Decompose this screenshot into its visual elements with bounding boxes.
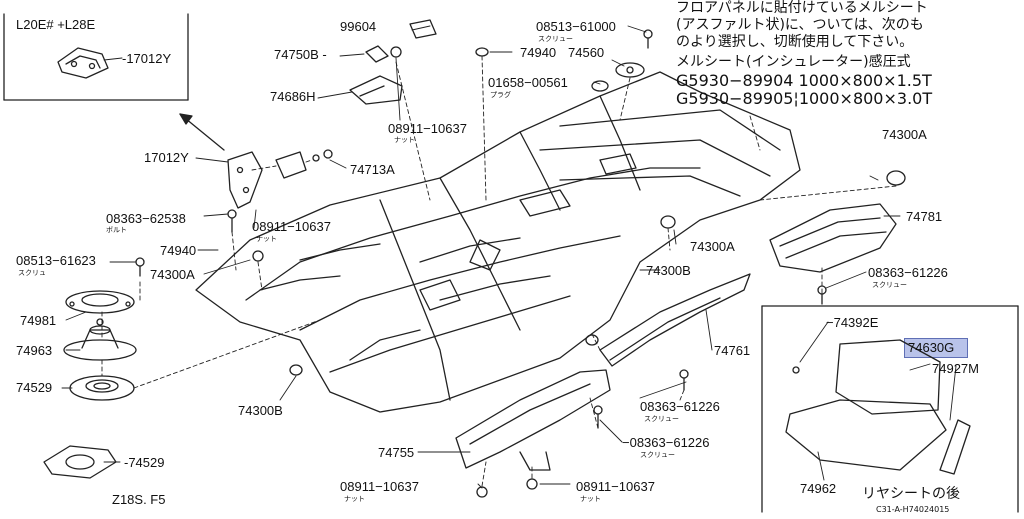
part-74529-seal-a xyxy=(69,375,135,401)
label-74300a-c[interactable]: 74300A xyxy=(882,127,927,142)
sublabel-nut4: ナット xyxy=(580,495,601,503)
sublabel-screw5: スクリュー xyxy=(640,451,675,459)
label-99604[interactable]: 99604 xyxy=(340,19,377,34)
fastener-08513-61623 xyxy=(135,257,145,277)
bracket-17012y xyxy=(227,151,263,209)
part-74761-panel xyxy=(599,273,751,367)
part-74981-seal xyxy=(65,290,135,314)
label-74300a-b[interactable]: 74300A xyxy=(690,239,735,254)
sublabel-screw3: スクリュー xyxy=(872,281,907,289)
part-74963-mount xyxy=(63,318,137,361)
note-line-4: メルシート(インシュレーター)感圧式 xyxy=(676,54,911,70)
label-74781[interactable]: 74781 xyxy=(906,209,943,224)
fastener-08911-10637-d xyxy=(526,478,538,490)
grommet-74300a-c xyxy=(886,170,906,186)
leader-lines xyxy=(61,25,957,489)
part-74713a xyxy=(275,149,333,179)
label-08911-10637-c[interactable]: 08911−10637 xyxy=(340,479,419,494)
label-74755[interactable]: 74755 xyxy=(378,445,415,460)
plug-01658-00561 xyxy=(591,80,609,92)
fastener-08911-10637-a xyxy=(390,46,402,58)
note-line-6: G5930−89905¦1000×800×3.0T xyxy=(676,89,933,108)
dashed-lines xyxy=(101,55,897,487)
label-17012y[interactable]: 17012Y xyxy=(144,150,189,165)
fastener-74940-a xyxy=(252,250,264,262)
note-line-3: のより選択し、切断使用して下さい。 xyxy=(676,34,914,50)
label-08363-61226-b[interactable]: 08363−61226 xyxy=(640,399,720,414)
sublabel-screw2: スクリュ xyxy=(18,269,46,277)
label-74713a[interactable]: 74713A xyxy=(350,162,395,177)
label-74927m[interactable]: 74927M xyxy=(932,361,979,376)
label-08363-61226-a[interactable]: 08363−61226 xyxy=(868,265,948,280)
label-17012y-inset[interactable]: -17012Y xyxy=(122,51,172,66)
label-08911-10637-d[interactable]: 08911−10637 xyxy=(576,479,655,494)
label-08513-61623[interactable]: 08513−61623 xyxy=(16,253,96,268)
note-line-2: (アスファルト状)に、ついては、次のも xyxy=(676,17,924,33)
part-74630g-insulator xyxy=(835,339,941,415)
label-08513-61000[interactable]: 08513−61000 xyxy=(536,19,616,34)
part-74962-mat xyxy=(785,399,947,471)
label-01658-00561[interactable]: 01658−00561 xyxy=(488,75,568,90)
grommet-74300b-b xyxy=(585,334,599,346)
label-74686h[interactable]: 74686H xyxy=(270,89,316,104)
highlighted-part-box[interactable] xyxy=(904,338,968,358)
label-74963[interactable]: 74963 xyxy=(16,343,53,358)
fastener-08363-61226-b xyxy=(679,369,689,391)
arrow-inset xyxy=(179,113,225,151)
label-74300b-b[interactable]: 74300B xyxy=(646,263,691,278)
sublabel-screw4: スクリュー xyxy=(644,415,679,423)
label-74300b-a[interactable]: 74300B xyxy=(238,403,283,418)
model-label: Z18S. F5 xyxy=(112,492,166,507)
floor-panel-outline xyxy=(195,71,801,413)
fastener-74940-b xyxy=(475,47,489,57)
sublabel-nut3: ナット xyxy=(344,495,365,503)
label-74761[interactable]: 74761 xyxy=(714,343,751,358)
variant-label: L20E# +L28E xyxy=(16,17,96,32)
fastener-74392e xyxy=(792,366,800,374)
label-08363-61226-c[interactable]: −08363−61226 xyxy=(622,435,710,450)
label-74529-a[interactable]: 74529 xyxy=(16,380,53,395)
grommet-74300b-a xyxy=(289,364,303,376)
label-74962[interactable]: 74962 xyxy=(800,481,837,496)
inset-bracket-17012y xyxy=(57,47,109,79)
label-74560[interactable]: 74560 xyxy=(568,45,605,60)
inset-caption: リヤシートの後 xyxy=(862,486,960,502)
sublabel-bolt: ボルト xyxy=(106,226,127,234)
fastener-08513-61000 xyxy=(643,29,653,49)
fastener-08363-62538 xyxy=(227,209,237,233)
part-74755-panel xyxy=(455,369,611,471)
inset-box-bottom-right xyxy=(761,305,1019,513)
part-99604 xyxy=(409,19,437,39)
label-08363-62538[interactable]: 08363−62538 xyxy=(106,211,186,226)
part-74927m-trim xyxy=(939,419,971,475)
note-line-5: G5930−89904 1000×800×1.5T xyxy=(676,71,932,90)
label-74981[interactable]: 74981 xyxy=(20,313,57,328)
label-74392e[interactable]: −74392E xyxy=(826,315,879,330)
inset-box-top-left xyxy=(3,13,189,101)
diagram-code: C31-A-H74024015 xyxy=(876,505,950,514)
label-74940-b[interactable]: 74940 xyxy=(160,243,197,258)
part-74560 xyxy=(615,62,645,78)
label-74940-a[interactable]: 74940 xyxy=(520,45,557,60)
sublabel-screw1: スクリュー xyxy=(538,35,573,43)
note-line-1: フロアパネルに貼付けているメルシート xyxy=(676,0,928,16)
part-74781-cover xyxy=(769,203,897,273)
sublabel-nut1: ナット xyxy=(394,136,415,144)
label-74529-b[interactable]: -74529 xyxy=(124,455,165,470)
fastener-08911-10637-c xyxy=(476,486,488,498)
fastener-08363-61226-c xyxy=(593,405,603,429)
part-74686h-bracket xyxy=(349,75,403,105)
label-08911-10637-a[interactable]: 08911−10637 xyxy=(388,121,467,136)
part-74750b xyxy=(365,45,389,63)
label-74630g[interactable]: 74630G xyxy=(908,340,955,355)
sublabel-nut2: ナット xyxy=(256,235,277,243)
sublabel-plug: プラグ xyxy=(490,91,511,99)
label-74750b[interactable]: 74750B - xyxy=(274,47,327,62)
label-08911-10637-b[interactable]: 08911−10637 xyxy=(252,219,331,234)
grommet-74300a-b xyxy=(660,215,676,229)
label-74300a-a[interactable]: 74300A xyxy=(150,267,195,282)
